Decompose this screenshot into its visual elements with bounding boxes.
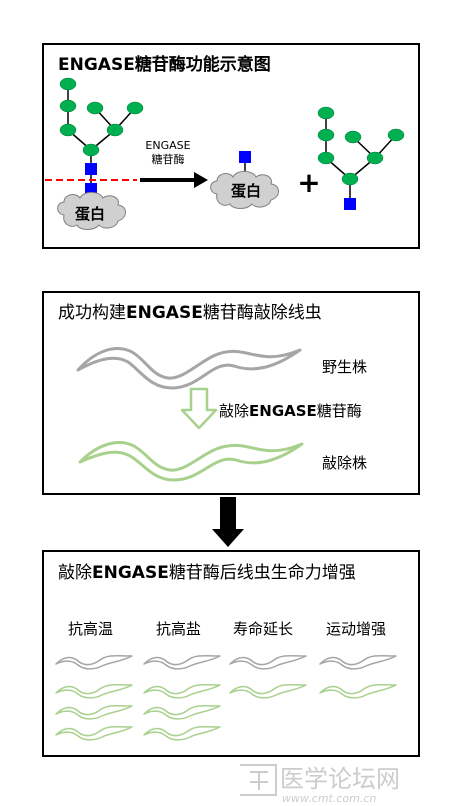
panel-2-title: 成功构建ENGASE糖苷酶敲除线虫 xyxy=(58,303,322,323)
knockout-small-worm xyxy=(143,683,221,699)
panel-results: 敲除ENGASE糖苷酶后线虫生命力增强 抗高温 抗高盐 寿命延长 运动增强 xyxy=(42,550,420,757)
column-label-lifespan: 寿命延长 xyxy=(233,620,293,638)
down-arrow xyxy=(212,497,244,547)
protein-cloud-left: 蛋白 xyxy=(57,191,126,230)
panel-knockout-worm: 成功构建ENGASE糖苷酶敲除线虫 野生株 敲除ENGASE糖苷酶 敲除株 xyxy=(42,291,420,495)
knockout-small-worm xyxy=(55,683,133,699)
knockout-small-worm xyxy=(143,704,221,720)
wild-type-small-worm xyxy=(319,654,397,670)
enzyme-label-cjk: 糖苷酶 xyxy=(152,152,185,166)
knockout-step-label: 敲除ENGASE糖苷酶 xyxy=(219,402,362,420)
knockout-small-worm xyxy=(143,725,221,741)
watermark-logo xyxy=(240,764,277,796)
panel-engase-function: ENGASE糖苷酶功能示意图 蛋白 ENGA xyxy=(42,43,420,249)
protein-cloud-right: 蛋白 xyxy=(210,170,279,209)
enzyme-label-latin: ENGASE xyxy=(145,139,190,152)
watermark: 医学论坛网 www.cmt.com.cn xyxy=(240,764,400,805)
knockout-small-worm xyxy=(55,704,133,720)
wild-type-small-worm xyxy=(143,654,221,670)
knockout-step-arrow xyxy=(180,387,218,430)
watermark-text: 医学论坛网 xyxy=(280,765,400,793)
reaction-arrow-head xyxy=(194,172,208,188)
glcnac-square-remaining xyxy=(239,151,251,163)
column-label-salt: 抗高盐 xyxy=(156,620,201,638)
knockout-small-worm xyxy=(229,683,307,699)
panel-3-frame xyxy=(42,550,420,757)
knockout-small-worm xyxy=(319,683,397,699)
wild-type-small-worm xyxy=(229,654,307,670)
plus-sign: + xyxy=(297,166,320,199)
protein-label-left: 蛋白 xyxy=(75,205,105,223)
wild-type-label: 野生株 xyxy=(322,358,367,376)
panel-1-title: ENGASE糖苷酶功能示意图 xyxy=(58,54,271,75)
knockout-label: 敲除株 xyxy=(322,454,367,472)
glycan-nodes-left xyxy=(59,77,144,157)
glcnac-square-upper xyxy=(85,163,97,175)
glcnac-square-lower xyxy=(85,183,97,195)
wild-type-small-worm xyxy=(55,654,133,670)
protein-label-right: 蛋白 xyxy=(231,182,261,200)
released-glcnac-square xyxy=(344,198,356,210)
small-worm-grid xyxy=(55,654,397,741)
released-glycan-nodes xyxy=(317,106,405,186)
column-label-heat: 抗高温 xyxy=(68,620,113,638)
panel-3-title: 敲除ENGASE糖苷酶后线虫生命力增强 xyxy=(58,563,356,583)
knockout-small-worm xyxy=(55,725,133,741)
knockout-worm xyxy=(78,441,304,482)
wild-type-worm xyxy=(76,347,302,390)
watermark-url: www.cmt.com.cn xyxy=(282,792,376,805)
column-label-movement: 运动增强 xyxy=(326,620,386,638)
